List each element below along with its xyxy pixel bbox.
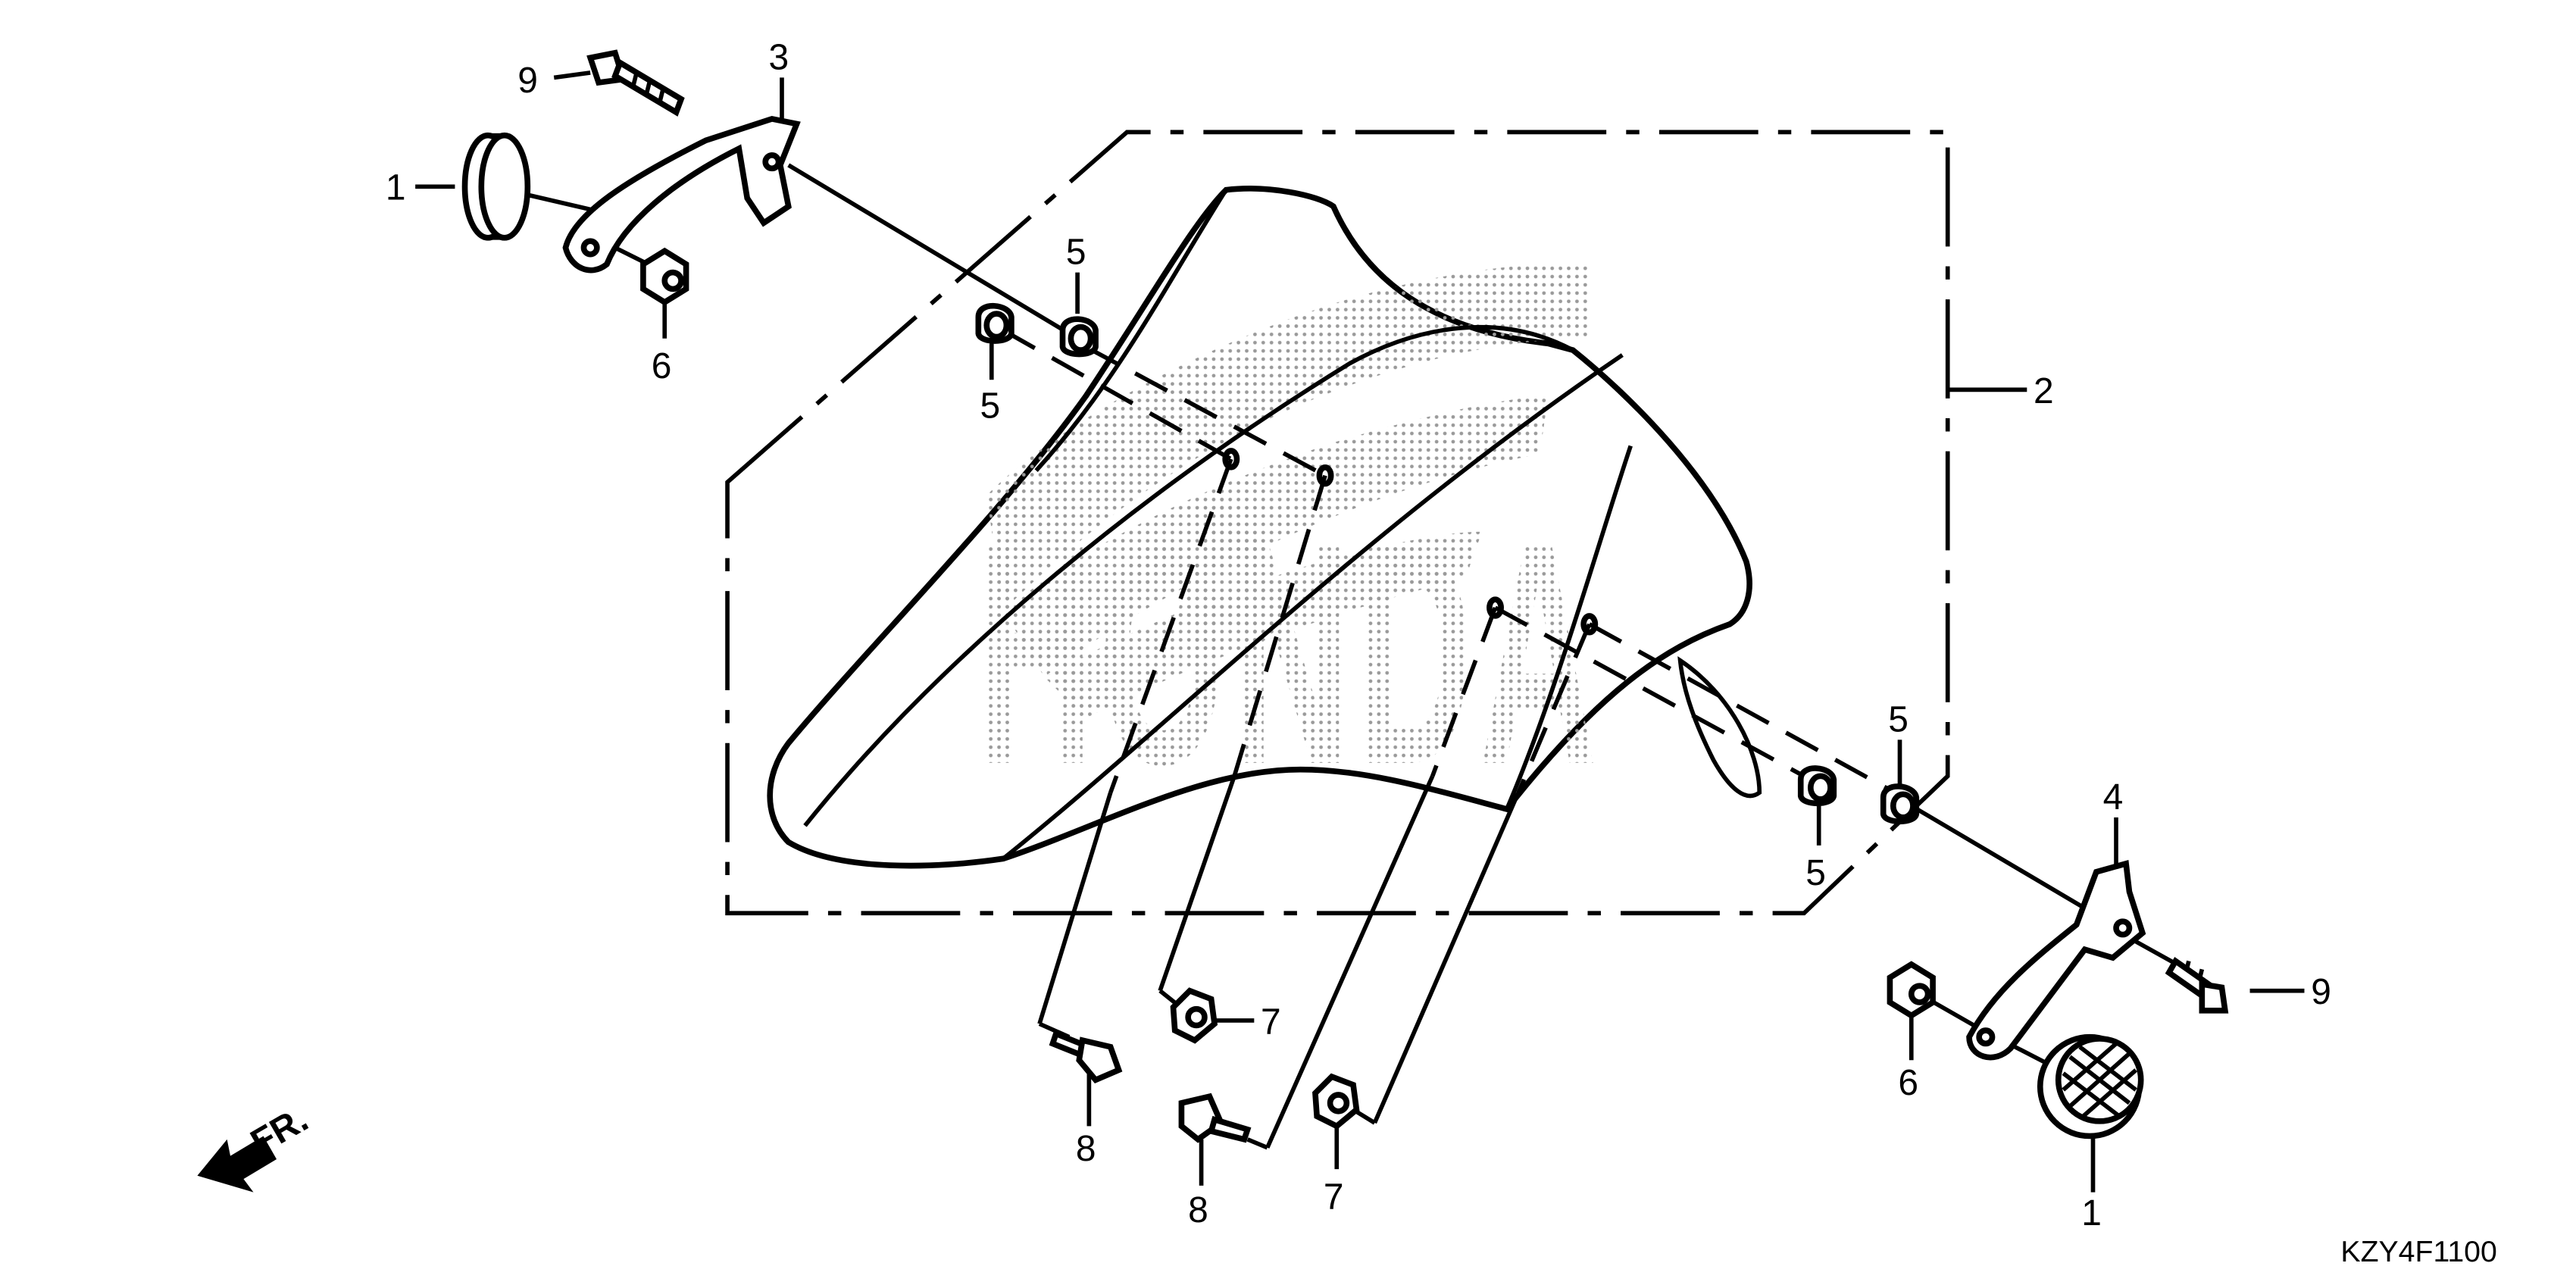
callout-5-a: 5 — [1066, 233, 1086, 273]
cap-part-1-left — [461, 132, 531, 241]
callout-7-upper: 7 — [1261, 1002, 1281, 1042]
bracket-part-3 — [562, 115, 801, 274]
callout-5-d: 5 — [1805, 853, 1826, 893]
callout-9-lower: 9 — [2311, 972, 2331, 1012]
bolt-part-9-lower — [2165, 956, 2229, 1014]
callout-6-lower: 6 — [1898, 1063, 1918, 1103]
spacer-part-5-b — [975, 302, 1014, 344]
spacer-part-5-c — [1797, 765, 1837, 807]
callout-2: 2 — [2034, 371, 2054, 411]
callout-1-right: 1 — [2081, 1193, 2102, 1233]
drawing-code: KZY4F1100 — [2340, 1235, 2496, 1268]
callout-3: 3 — [769, 38, 789, 78]
callout-8-lower: 8 — [1188, 1190, 1208, 1230]
front-fender-assembly-boundary — [725, 130, 1950, 916]
callout-4: 4 — [2103, 777, 2124, 818]
callout-1-left: 1 — [386, 168, 406, 208]
nut-part-6-lower — [1887, 961, 1936, 1019]
spacer-part-5-a — [1059, 316, 1099, 358]
bolt-part-8-upper — [1049, 1030, 1123, 1084]
callout-5-c: 5 — [1888, 700, 1909, 740]
callout-6-upper: 6 — [652, 346, 672, 386]
bolt-part-9-upper — [586, 49, 685, 117]
honda-brand-watermark: HONDA — [975, 479, 1602, 830]
bracket-part-4 — [1966, 860, 2146, 1061]
front-direction-indicator: FR. — [197, 1099, 315, 1193]
callout-numbers: 1 1 2 3 4 5 5 5 5 6 6 7 7 8 8 9 9 — [386, 38, 2331, 1234]
callout-8-upper: 8 — [1076, 1129, 1096, 1169]
reflector-part-1-right — [2037, 1033, 2144, 1140]
hidden-lines — [1002, 328, 1896, 795]
nut-part-7-lower — [1312, 1073, 1360, 1130]
front-fender: HONDA — [767, 186, 1762, 869]
nut-part-7-upper — [1170, 987, 1218, 1044]
callout-9-upper: 9 — [517, 61, 538, 101]
bolt-part-8-lower — [1178, 1093, 1252, 1143]
front-direction-arrow — [197, 1136, 277, 1193]
nut-part-6-upper — [640, 247, 689, 306]
callout-5-b: 5 — [980, 386, 1001, 426]
callout-7-lower: 7 — [1324, 1177, 1344, 1217]
spacer-part-5-d — [1880, 783, 1920, 824]
